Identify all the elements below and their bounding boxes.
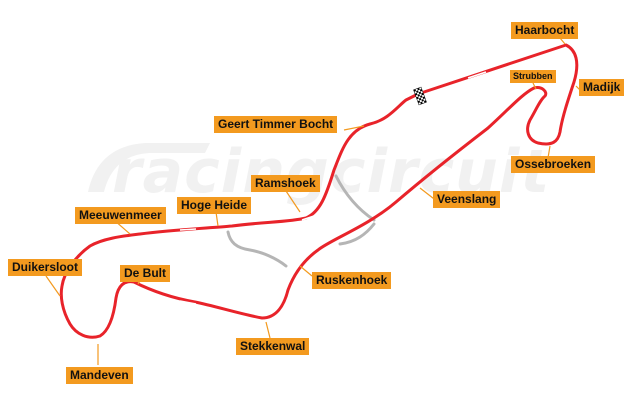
corner-label-geert-timmer-bocht: Geert Timmer Bocht <box>214 116 338 133</box>
corner-label-de-bult: De Bult <box>120 265 170 282</box>
link-road-veenslang <box>338 222 376 246</box>
corner-label-strubben: Strubben <box>510 70 556 83</box>
corner-label-ramshoek: Ramshoek <box>251 175 320 192</box>
corner-label-madijk: Madijk <box>579 79 625 96</box>
corner-label-ruskenhoek: Ruskenhoek <box>312 272 392 289</box>
corner-label-duikersloot: Duikersloot <box>8 259 83 276</box>
circuit-outline <box>59 43 579 339</box>
link-road-ramshoek <box>334 174 376 222</box>
checkered-flag-icon <box>413 86 427 106</box>
corner-label-veenslang: Veenslang <box>433 191 501 208</box>
link-road-hoge-heide <box>226 230 288 268</box>
corner-label-haarbocht: Haarbocht <box>511 22 579 39</box>
corner-label-mandeven: Mandeven <box>66 367 133 384</box>
kerbs <box>179 71 487 305</box>
corner-label-ossebroeken: Ossebroeken <box>511 156 596 173</box>
corner-label-hoge-heide: Hoge Heide <box>177 197 252 214</box>
corner-label-meeuwenmeer: Meeuwenmeer <box>75 207 166 224</box>
track-line <box>59 43 579 339</box>
corner-label-stekkenwal: Stekkenwal <box>236 338 310 355</box>
link-roads <box>226 174 376 268</box>
